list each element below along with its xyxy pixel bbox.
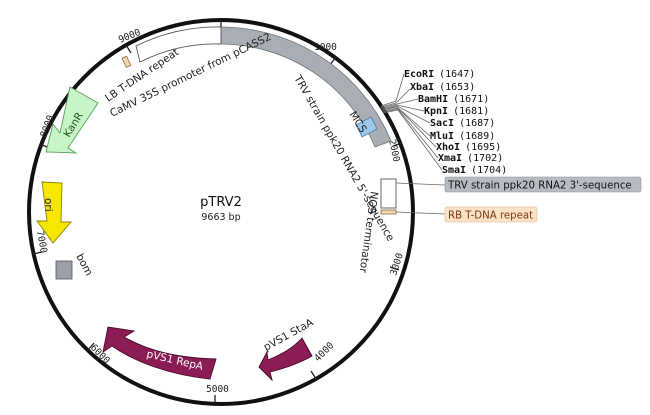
site-pos-kpni: (1681)	[453, 106, 489, 117]
staa-feature[interactable]	[258, 337, 313, 382]
site-name-xhoi: XhoI	[436, 142, 460, 153]
site-pos-bamhi: (1671)	[453, 94, 489, 105]
site-name-xbai: XbaI	[410, 82, 434, 93]
site-label-smai: SmaI (1704)	[442, 165, 507, 176]
site-name-mlui: MluI	[430, 131, 454, 142]
site-name-bamhi: BamHI	[418, 94, 448, 105]
tick-label-4000: 4000	[312, 340, 336, 364]
plasmid-name: pTRV2	[200, 195, 242, 210]
site-pos-xbai: (1653)	[439, 82, 475, 93]
site-label-mlui: MluI (1689)	[430, 131, 495, 142]
site-pos-ecori: (1647)	[439, 69, 475, 80]
bom-feature[interactable]	[55, 260, 73, 280]
leader-rb	[395, 211, 446, 215]
tick-label-1000: 1000	[314, 42, 337, 53]
ori-label: ori	[42, 198, 54, 212]
trv-5prime-feature[interactable]	[220, 26, 392, 148]
leader-bamhi	[380, 98, 419, 109]
trv3-label-box	[444, 176, 642, 193]
tick-7000	[32, 251, 43, 255]
site-pos-xmai: (1702)	[467, 153, 503, 164]
repa-feature[interactable]	[102, 326, 217, 380]
site-label-bamhi: BamHI (1671)	[418, 94, 489, 105]
site-pos-xhoi: (1695)	[465, 142, 501, 153]
kanr-feature[interactable]	[45, 86, 99, 154]
site-pos-mlui: (1689)	[459, 131, 495, 142]
tick-label-7000: 7000	[34, 230, 49, 255]
tick-label-5000: 5000	[206, 384, 229, 395]
leader-ecori	[380, 73, 405, 107]
nos-terminator-label: NOS terminator	[357, 191, 380, 274]
leader-kpni	[381, 104, 425, 112]
tick-9000	[125, 44, 132, 54]
tick-3000	[389, 266, 400, 271]
leader-xhoi	[382, 107, 437, 148]
camv-promoter-feature[interactable]	[135, 26, 222, 63]
site-leader-lines	[380, 73, 446, 215]
trv3-label[interactable]: TRV strain ppk20 RNA2 3'-sequence	[447, 181, 632, 192]
site-pos-saci: (1687)	[459, 118, 495, 129]
site-pos-smai: (1704)	[471, 165, 507, 176]
leader-mlui	[381, 106, 431, 137]
site-label-xbai: XbaI (1653)	[410, 82, 475, 93]
site-label-saci: SacI (1687)	[430, 118, 495, 129]
tick-4000	[310, 370, 317, 380]
rb-label[interactable]: RB T-DNA repeat	[448, 211, 533, 222]
tick-label-2000: 2000	[386, 138, 402, 163]
ori-feature[interactable]	[36, 181, 72, 244]
site-name-xmai: XmaI	[438, 153, 462, 164]
tick-2000	[392, 142, 403, 147]
site-label-xmai: XmaI (1702)	[438, 153, 503, 164]
site-name-smai: SmaI	[442, 165, 466, 176]
leader-xbai	[380, 88, 411, 108]
nos-terminator-feature[interactable]	[380, 178, 397, 209]
site-name-saci: SacI	[430, 118, 454, 129]
plasmid-size: 9663 bp	[201, 212, 240, 223]
site-name-kpni: KpnI	[424, 106, 448, 117]
mcs-feature[interactable]	[355, 116, 378, 138]
lb-repeat-feature[interactable]	[121, 55, 132, 68]
leader-xmai	[382, 108, 439, 159]
rb-label-box	[444, 206, 538, 223]
site-label-xhoi: XhoI (1695)	[436, 142, 501, 153]
leader-trv3	[395, 182, 446, 186]
tick-6000	[87, 342, 95, 351]
site-label-ecori: EcoRI (1647)	[404, 69, 475, 80]
bom-label: bom	[73, 252, 95, 278]
site-label-kpni: KpnI (1681)	[424, 106, 489, 117]
site-name-ecori: EcoRI	[404, 69, 434, 80]
leader-smai	[382, 109, 443, 171]
